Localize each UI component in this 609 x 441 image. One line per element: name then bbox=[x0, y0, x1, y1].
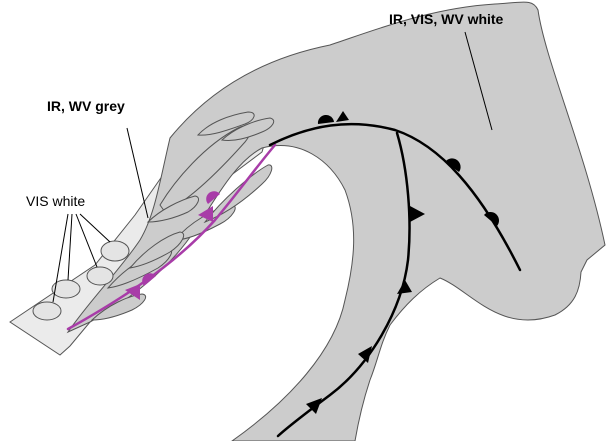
label-vis-white: VIS white bbox=[26, 193, 85, 209]
leader-line bbox=[76, 214, 97, 267]
leader-line bbox=[68, 214, 72, 280]
vis-cell bbox=[87, 267, 113, 285]
leader-line bbox=[127, 128, 148, 218]
label-ir-vis-wv-white: IR, VIS, WV white bbox=[389, 11, 504, 27]
vis-cell bbox=[101, 241, 129, 261]
label-ir-wv-grey: IR, WV grey bbox=[47, 98, 125, 114]
vis-cell bbox=[33, 302, 61, 320]
leader-line bbox=[80, 214, 110, 242]
